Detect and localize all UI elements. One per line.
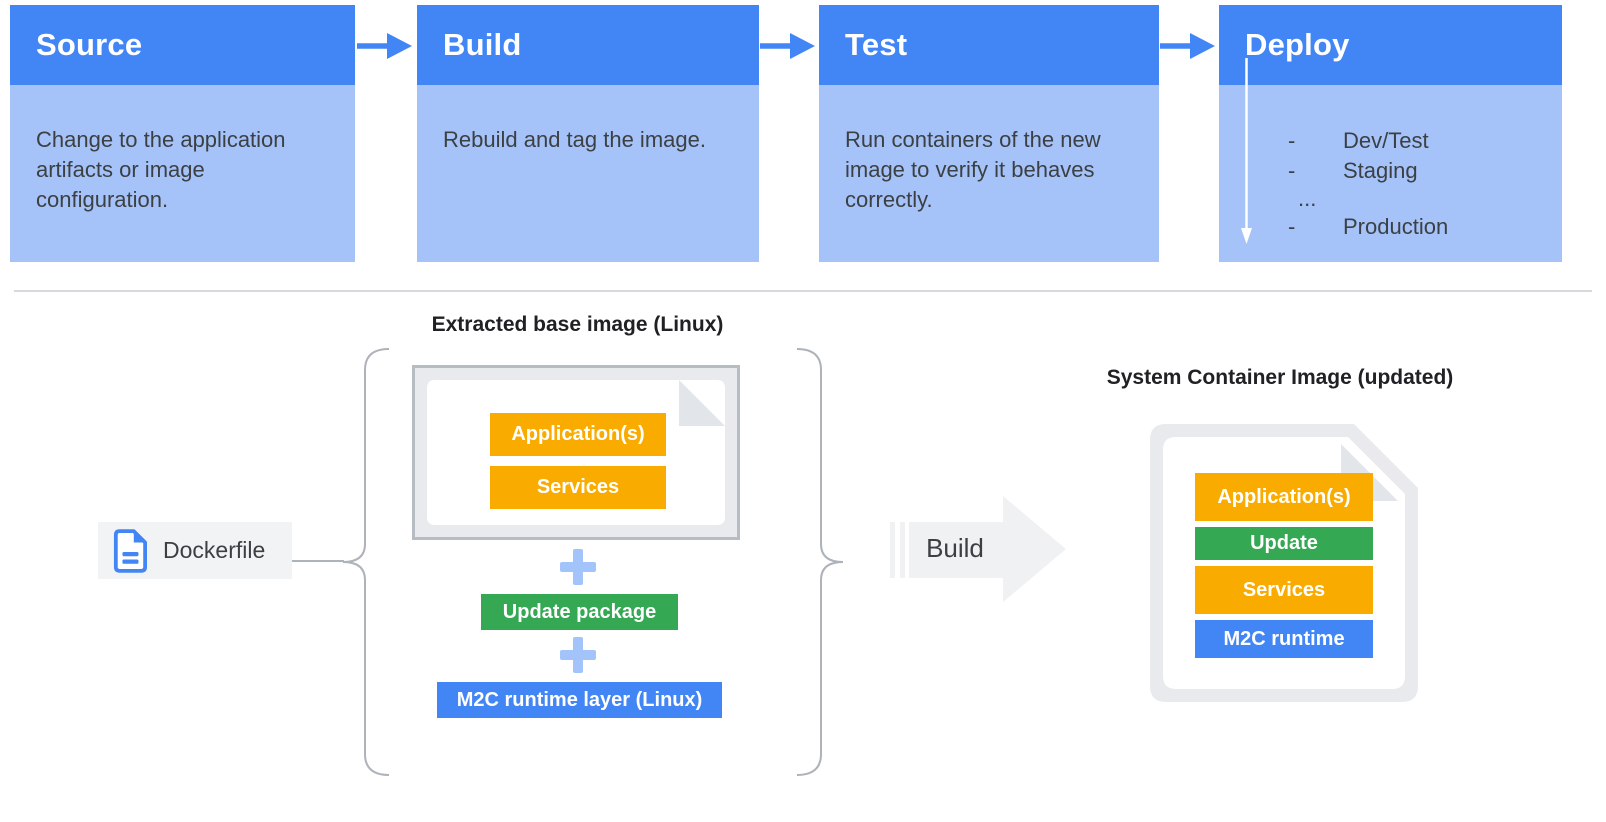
deploy-env-production: - Production — [1219, 212, 1562, 239]
stage-deploy: Deploy - Dev/Test - Staging ... - Produc… — [1219, 5, 1562, 262]
container-image-document-icon — [1150, 424, 1418, 702]
stage-source: Source Change to the application artifac… — [10, 5, 355, 262]
base-image-title: Extracted base image (Linux) — [431, 313, 724, 336]
stage-deploy-title: Deploy — [1245, 27, 1350, 62]
arrow-source-to-build-icon — [357, 33, 412, 59]
deploy-env-label: Dev/Test — [1343, 128, 1429, 153]
deploy-env-bullet: - — [1288, 158, 1296, 183]
deploy-env-bullet: - — [1288, 214, 1296, 239]
container-layer-applications: Application(s) — [1195, 473, 1373, 521]
deploy-progression-arrow-icon — [1241, 58, 1252, 244]
deploy-env-ellipsis: ... — [1219, 184, 1562, 211]
dockerfile-chip: Dockerfile — [98, 522, 292, 579]
deploy-env-staging: - Staging — [1219, 156, 1562, 183]
dockerfile-connector-line — [292, 560, 344, 562]
stage-deploy-body: - Dev/Test - Staging ... - Production — [1219, 85, 1562, 262]
update-package-box: Update package — [481, 594, 678, 630]
deploy-env-label: Production — [1343, 214, 1449, 239]
deploy-env-dev-test: - Dev/Test — [1219, 126, 1562, 153]
container-layer-update: Update — [1195, 527, 1373, 560]
container-layer-m2c-runtime: M2C runtime — [1195, 620, 1373, 658]
deploy-env-label: Staging — [1343, 158, 1418, 183]
stage-build-description: Rebuild and tag the image. — [417, 85, 759, 262]
stage-test-description: Run containers of the new image to verif… — [819, 85, 1159, 262]
stage-source-title: Source — [36, 27, 143, 62]
arrow-build-to-test-icon — [760, 33, 815, 59]
container-layer-services: Services — [1195, 566, 1373, 614]
arrow-test-to-deploy-icon — [1160, 33, 1215, 59]
document-icon — [113, 528, 147, 573]
stage-build: Build Rebuild and tag the image. — [417, 5, 759, 262]
stage-deploy-header: Deploy — [1219, 5, 1562, 85]
plus-icon — [560, 549, 596, 585]
dockerfile-label: Dockerfile — [163, 537, 266, 563]
runtime-layer-box: M2C runtime layer (Linux) — [437, 682, 722, 718]
container-image-title: System Container Image (updated) — [1106, 366, 1454, 389]
stage-test-header: Test — [819, 5, 1159, 85]
stage-test-title: Test — [845, 27, 908, 62]
stage-source-description: Change to the application artifacts or i… — [10, 85, 355, 262]
deploy-env-label: ... — [1298, 186, 1317, 211]
build-arrow-label: Build — [926, 533, 984, 563]
stage-build-title: Build — [443, 27, 522, 62]
stage-build-header: Build — [417, 5, 759, 85]
plus-icon — [560, 637, 596, 673]
deploy-env-bullet: - — [1288, 128, 1296, 153]
base-image-box: Application(s) Services — [412, 365, 740, 540]
section-divider — [14, 290, 1592, 292]
stage-source-header: Source — [10, 5, 355, 85]
stage-test: Test Run containers of the new image to … — [819, 5, 1159, 262]
base-layer-applications: Application(s) — [490, 413, 666, 456]
right-brace — [796, 348, 844, 776]
base-layer-services: Services — [490, 466, 666, 509]
build-arrow-icon — [890, 496, 1066, 602]
left-brace — [342, 348, 390, 776]
